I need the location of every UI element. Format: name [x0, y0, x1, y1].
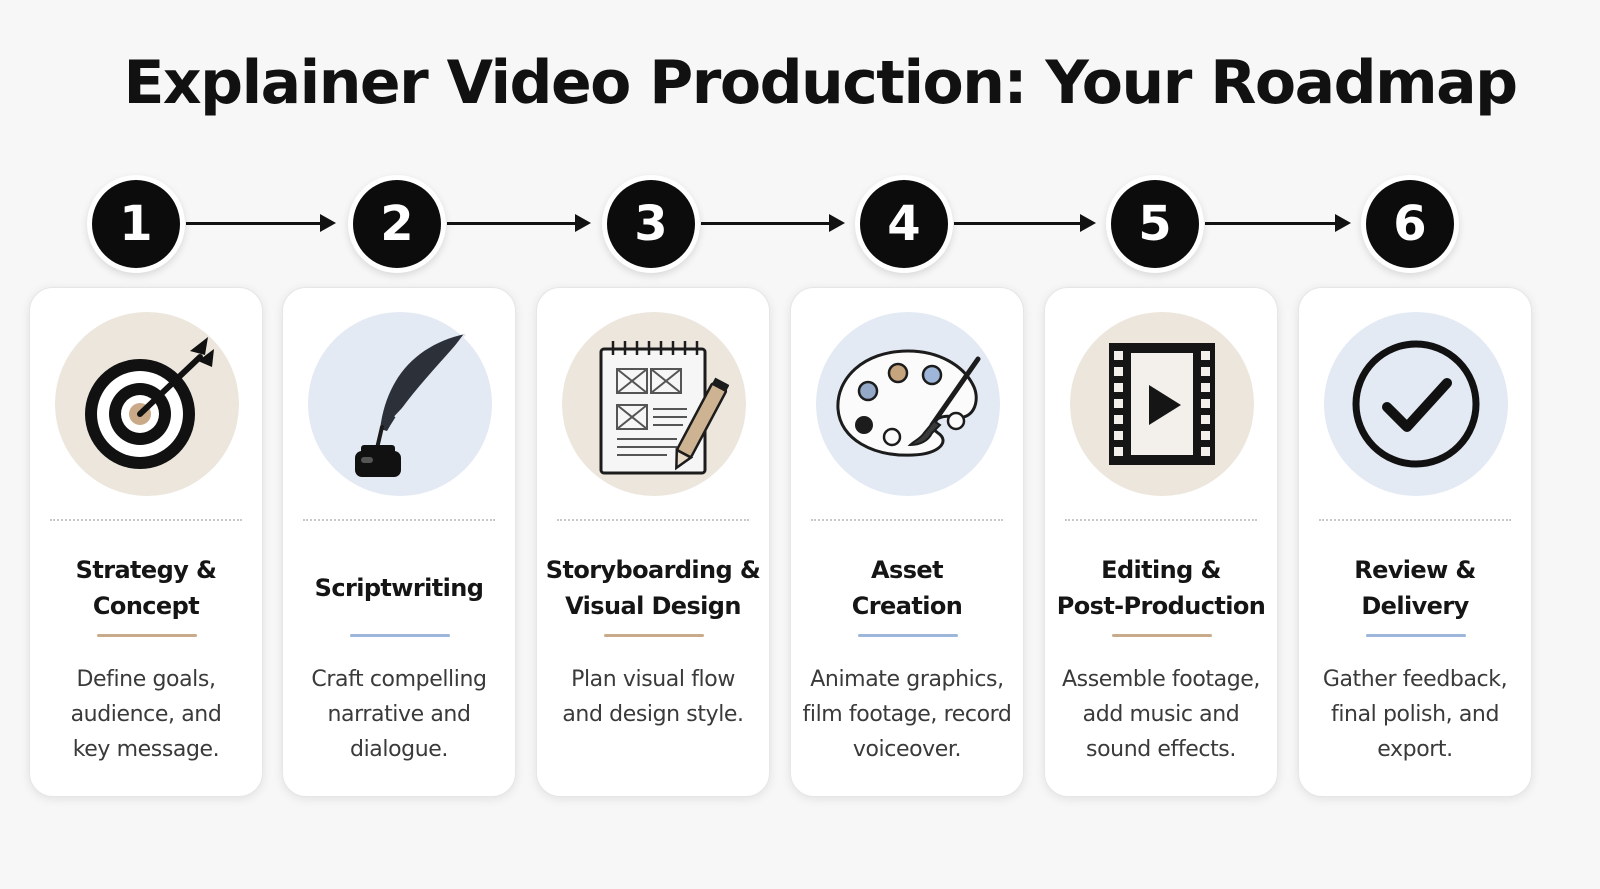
checkmark-circle-icon [1352, 340, 1480, 468]
step-desc-line: and design style. [562, 702, 744, 727]
step-title: Scriptwriting [289, 546, 509, 630]
icon-backdrop [562, 312, 746, 496]
step-desc-line: Define goals, [76, 667, 216, 692]
arrow-5-6 [1205, 214, 1351, 232]
step-card-strategy: Strategy & Concept Define goals, audienc… [29, 287, 263, 797]
film-play-icon [1109, 343, 1215, 465]
step-description: Assemble footage, add music and sound ef… [1055, 662, 1267, 767]
dotted-divider [557, 519, 749, 521]
arrow-2-3 [447, 214, 591, 232]
step-desc-line: Gather feedback, [1322, 667, 1508, 692]
accent-underline [1112, 634, 1212, 637]
step-desc-line: export. [1377, 737, 1453, 762]
step-badge-2: 2 [353, 180, 441, 268]
accent-underline [604, 634, 704, 637]
accent-underline [858, 634, 958, 637]
dotted-divider [811, 519, 1003, 521]
step-title: Strategy & Concept [36, 546, 256, 630]
step-title: Storyboarding & Visual Design [543, 546, 763, 630]
step-title-line: Post-Production [1056, 592, 1266, 620]
step-desc-line: final polish, and [1330, 702, 1500, 727]
step-desc-line: voiceover. [852, 737, 962, 762]
step-card-storyboarding: Storyboarding & Visual Design Plan visua… [536, 287, 770, 797]
step-card-asset-creation: Asset Creation Animate graphics, film fo… [790, 287, 1024, 797]
step-desc-line: Craft compelling [311, 667, 487, 692]
step-title: Editing & Post-Production [1051, 546, 1271, 630]
storyboard-pencil-icon [599, 341, 729, 475]
step-desc-line: key message. [72, 737, 220, 762]
step-desc-line: Animate graphics, [810, 667, 1004, 692]
step-desc-line: add music and [1082, 702, 1240, 727]
icon-backdrop [1324, 312, 1508, 496]
step-title-line: Creation [851, 592, 963, 620]
arrow-1-2 [186, 214, 336, 232]
paint-palette-icon [836, 349, 981, 457]
dotted-divider [303, 519, 495, 521]
step-desc-line: Plan visual flow [571, 667, 735, 692]
target-arrow-icon [85, 337, 214, 469]
step-description: Plan visual flow and design style. [547, 662, 759, 732]
step-desc-line: dialogue. [350, 737, 448, 762]
step-title-line: Strategy & [75, 556, 217, 584]
step-desc-line: sound effects. [1086, 737, 1236, 762]
accent-underline [1366, 634, 1466, 637]
step-badge-5: 5 [1111, 180, 1199, 268]
dotted-divider [1065, 519, 1257, 521]
step-card-editing: Editing & Post-Production Assemble foota… [1044, 287, 1278, 797]
arrow-4-5 [954, 214, 1096, 232]
step-desc-line: film footage, record [802, 702, 1012, 727]
dotted-divider [50, 519, 242, 521]
dotted-divider [1319, 519, 1511, 521]
step-badge-3: 3 [607, 180, 695, 268]
step-badge-6: 6 [1366, 180, 1454, 268]
icon-backdrop [55, 312, 239, 496]
quill-ink-icon [355, 333, 466, 477]
step-title-line: Scriptwriting [314, 574, 484, 602]
accent-underline [350, 634, 450, 637]
step-card-review: Review & Delivery Gather feedback, final… [1298, 287, 1532, 797]
icon-backdrop [308, 312, 492, 496]
step-title: Review & Delivery [1305, 546, 1525, 630]
step-badge-4: 4 [860, 180, 948, 268]
step-description: Gather feedback, final polish, and expor… [1309, 662, 1521, 767]
step-desc-line: audience, and [70, 702, 222, 727]
step-description: Craft compelling narrative and dialogue. [293, 662, 505, 767]
arrow-3-4 [701, 214, 845, 232]
step-title-line: Visual Design [565, 592, 741, 620]
step-desc-line: Assemble footage, [1061, 667, 1260, 692]
step-description: Define goals, audience, and key message. [40, 662, 252, 767]
page-title: Explainer Video Production: Your Roadmap [123, 48, 1518, 118]
icon-backdrop [816, 312, 1000, 496]
accent-underline [97, 634, 197, 637]
step-title-line: Storyboarding & [545, 556, 761, 584]
icon-backdrop [1070, 312, 1254, 496]
step-title-line: Review & [1354, 556, 1476, 584]
step-title-line: Asset [871, 556, 944, 584]
step-badge-1: 1 [92, 180, 180, 268]
step-title-line: Delivery [1361, 592, 1469, 620]
step-card-scriptwriting: Scriptwriting Craft compelling narrative… [282, 287, 516, 797]
step-desc-line: narrative and [327, 702, 471, 727]
step-description: Animate graphics, film footage, record v… [801, 662, 1013, 767]
step-title: Asset Creation [797, 546, 1017, 630]
step-title-line: Editing & [1101, 556, 1221, 584]
step-title-line: Concept [92, 592, 200, 620]
